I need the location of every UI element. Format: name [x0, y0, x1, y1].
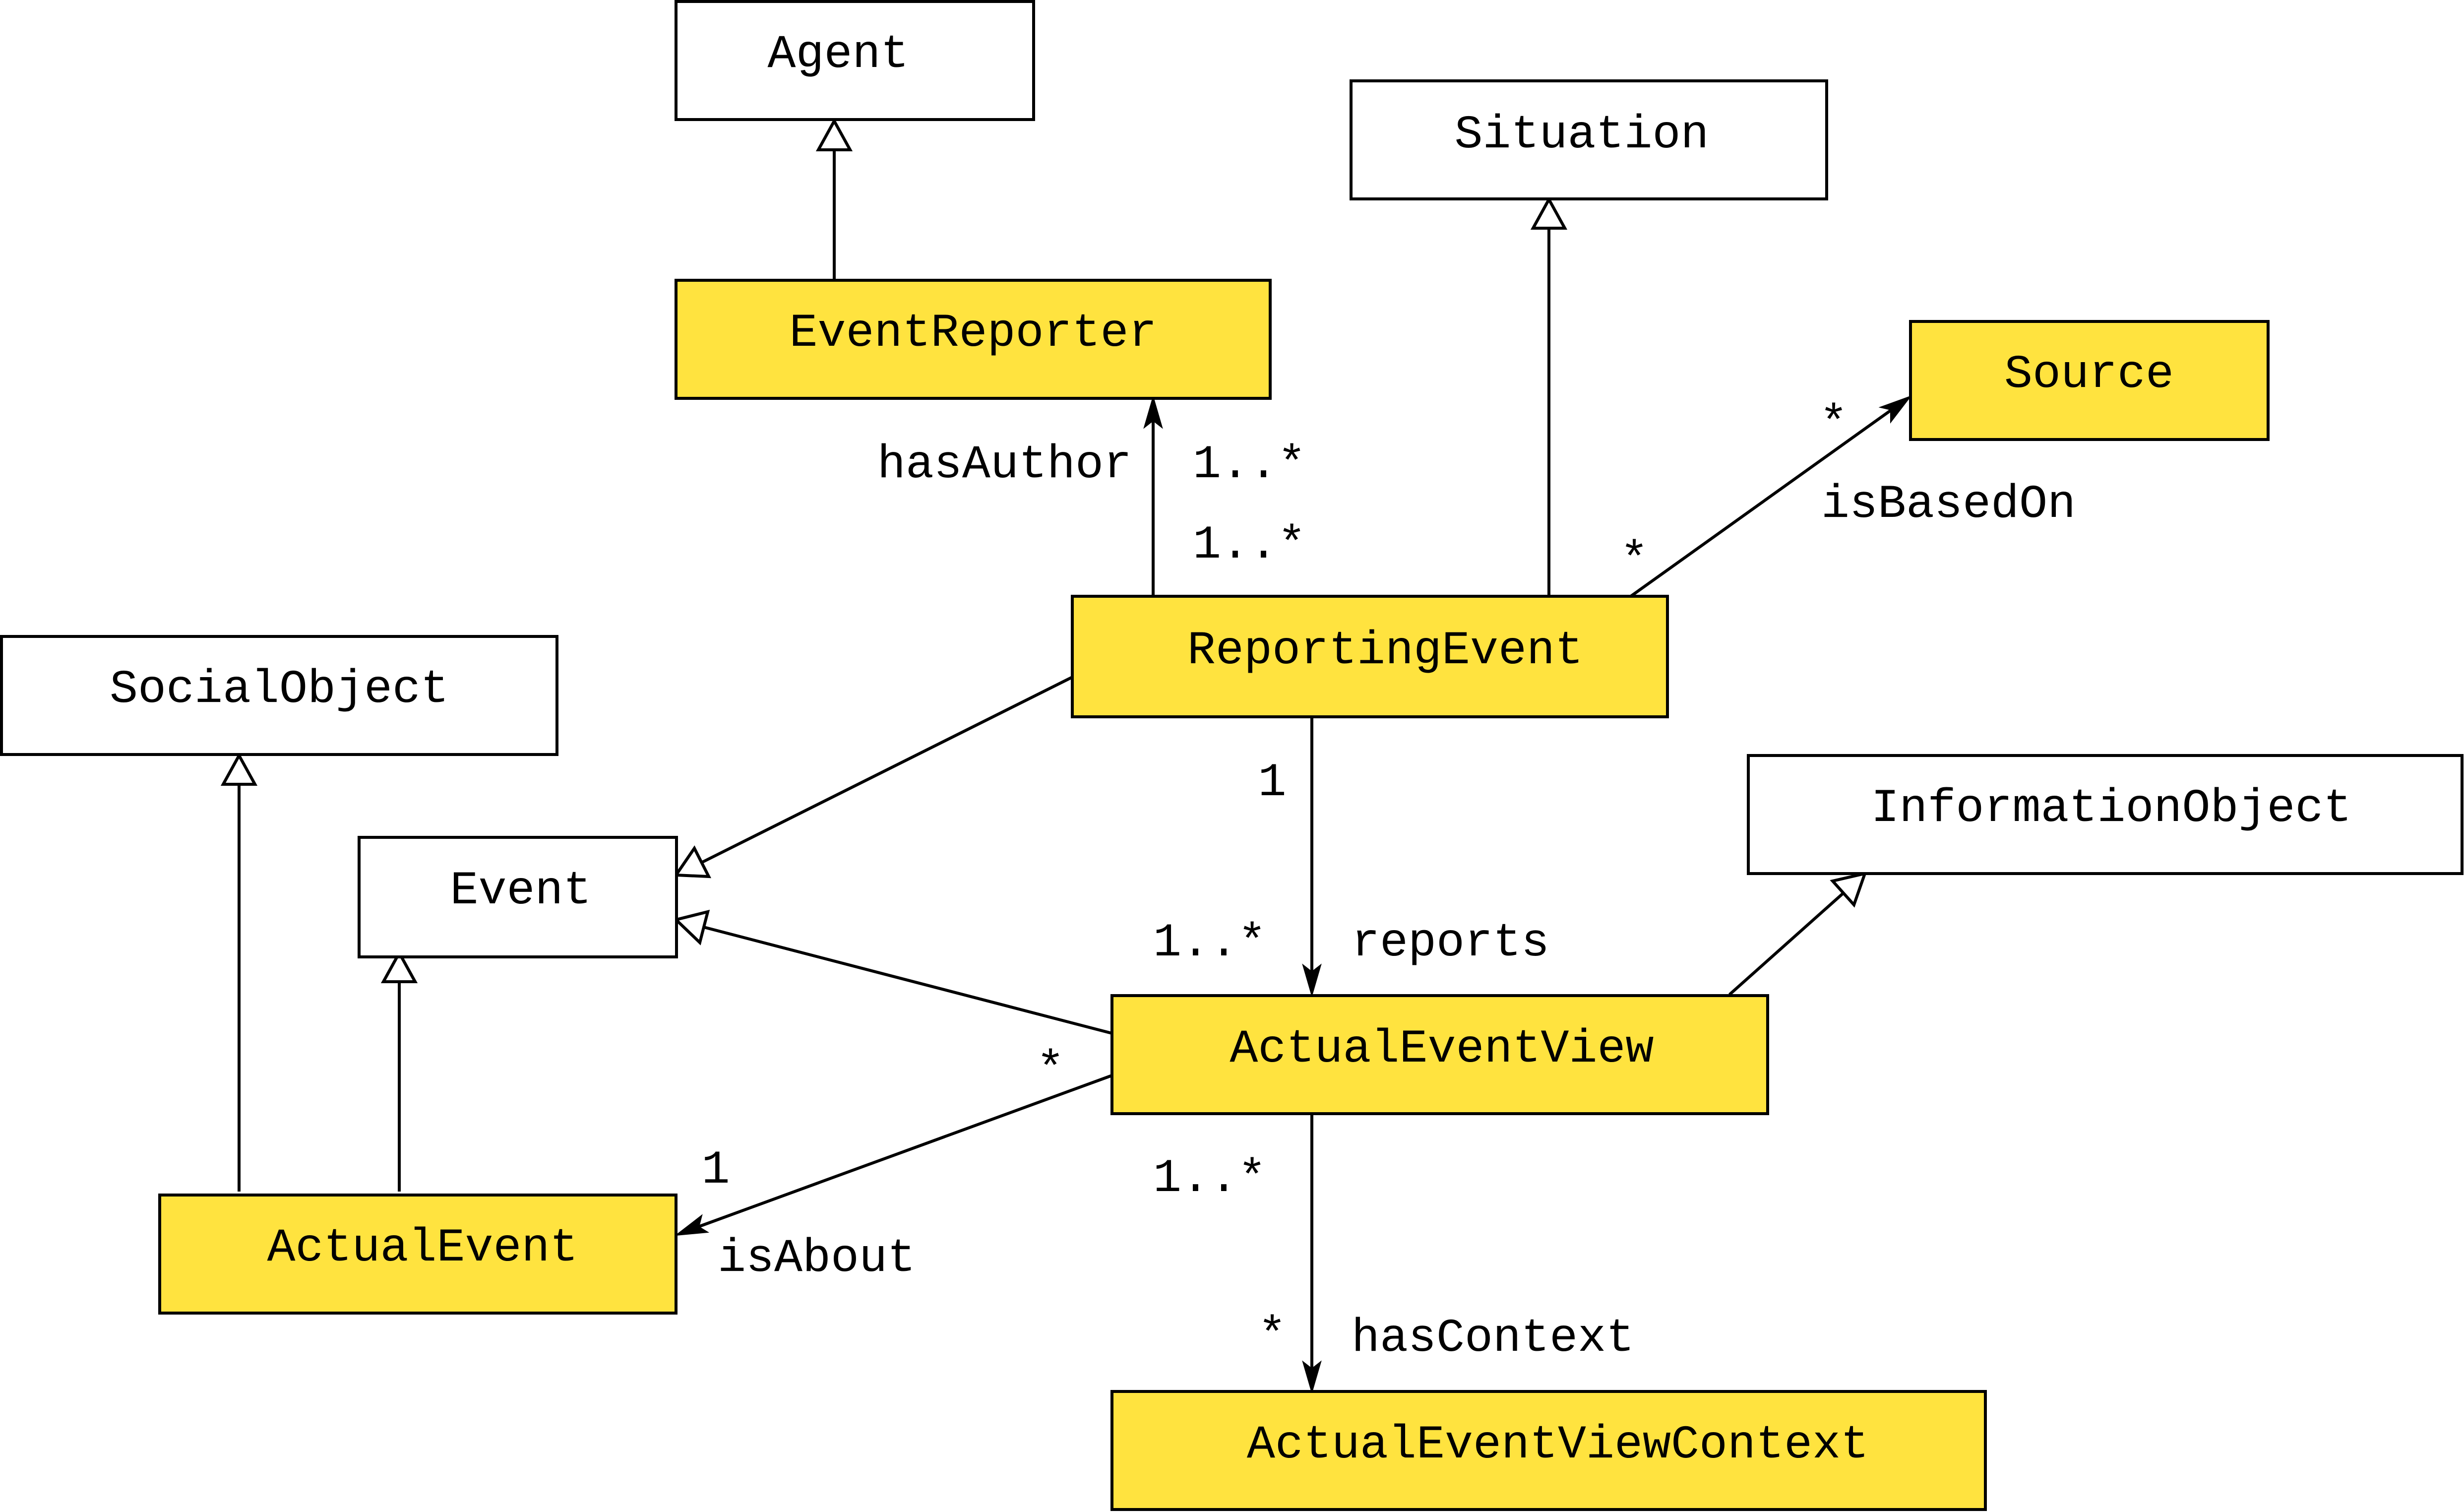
class-actualeventviewcontext-box: [1110, 1390, 1987, 1511]
reports-label: reports: [1352, 916, 1549, 970]
hascontext-target-multiplicity: *: [1258, 1309, 1286, 1363]
class-socialobject-box: [0, 635, 558, 756]
assoc-isbasedon-head: [1878, 395, 1912, 424]
class-actualeventview-box: [1110, 994, 1769, 1115]
gen-actualevent-socialobject-head: [220, 752, 258, 786]
hasauthor-source-multiplicity: 1..*: [1193, 518, 1306, 572]
hascontext-label: hasContext: [1352, 1312, 1634, 1365]
class-eventreporter-box: [675, 279, 1272, 400]
class-actualevent-box: [158, 1194, 678, 1315]
edge-labels: hasAuthor 1..* 1..* * isBasedOn * 1 1..*…: [701, 397, 2076, 1365]
class-informationobject-label: InformationObject: [1871, 782, 2351, 835]
hasauthor-target-multiplicity: 1..*: [1193, 438, 1306, 492]
gen-actualeventview-event-head: [673, 909, 710, 945]
class-situation-box: [1350, 79, 1828, 200]
class-reportingevent-label: ReportingEvent: [1187, 624, 1583, 678]
assoc-hascontext-head: [1302, 1360, 1322, 1394]
class-agent-label: Agent: [767, 28, 909, 81]
isbasedon-source-multiplicity: *: [1620, 534, 1648, 587]
class-event-label: Event: [450, 864, 591, 918]
class-eventreporter-label: EventReporter: [789, 307, 1157, 360]
generalizations: [220, 118, 1867, 1192]
assoc-reports-head: [1302, 963, 1322, 998]
class-situation-label: Situation: [1454, 108, 1709, 162]
class-reportingevent[interactable]: ReportingEvent: [1071, 595, 1669, 718]
gen-reportingevent-event: [700, 676, 1073, 864]
isabout-label: isAbout: [718, 1232, 916, 1285]
isabout-source-multiplicity: *: [1036, 1043, 1064, 1097]
assoc-isabout-head: [674, 1214, 710, 1236]
class-actualeventviewcontext-label: ActualEventViewContext: [1247, 1418, 1869, 1472]
gen-actualeventview-informationobject-head: [1830, 871, 1867, 908]
isabout-target-multiplicity: 1: [701, 1143, 730, 1197]
class-event-box: [358, 836, 678, 958]
assoc-hasauthor-head: [1143, 395, 1163, 429]
class-source-box: [1909, 320, 2270, 441]
class-event[interactable]: Event: [358, 836, 678, 958]
assoc-isabout: [692, 1074, 1113, 1230]
isbasedon-label: isBasedOn: [1821, 478, 2076, 531]
class-agent-box: [675, 0, 1035, 121]
reports-target-multiplicity: 1..*: [1153, 916, 1266, 970]
isbasedon-target-multiplicity: *: [1819, 397, 1848, 451]
hascontext-source-multiplicity: 1..*: [1153, 1152, 1266, 1205]
assoc-isbasedon: [1630, 404, 1898, 598]
reports-source-multiplicity: 1: [1258, 756, 1286, 810]
class-actualevent[interactable]: ActualEvent: [158, 1194, 678, 1315]
gen-reportingevent-event-head: [673, 845, 712, 879]
class-socialobject-label: SocialObject: [110, 663, 449, 716]
associations: [674, 395, 1912, 1394]
class-informationobject-box: [1747, 754, 2464, 875]
class-informationobject[interactable]: InformationObject: [1747, 754, 2464, 875]
gen-actualeventview-event: [703, 926, 1112, 1035]
gen-actualevent-event-head: [380, 949, 418, 983]
class-eventreporter[interactable]: EventReporter: [675, 279, 1272, 400]
class-agent[interactable]: Agent: [675, 0, 1035, 121]
gen-actualeventview-informationobject: [1728, 891, 1845, 996]
gen-eventreporter-agent-head: [815, 118, 853, 151]
class-actualevent-label: ActualEvent: [267, 1221, 578, 1275]
class-actualeventview-label: ActualEventView: [1230, 1022, 1654, 1076]
class-situation[interactable]: Situation: [1350, 79, 1828, 200]
class-actualeventviewcontext[interactable]: ActualEventViewContext: [1110, 1390, 1987, 1511]
class-source-label: Source: [2004, 348, 2174, 401]
class-actualeventview[interactable]: ActualEventView: [1110, 994, 1769, 1115]
class-socialobject[interactable]: SocialObject: [0, 635, 558, 756]
class-source[interactable]: Source: [1909, 320, 2270, 441]
hasauthor-label: hasAuthor: [877, 438, 1132, 492]
class-reportingevent-box: [1071, 595, 1669, 718]
gen-reportingevent-situation-head: [1530, 196, 1568, 230]
